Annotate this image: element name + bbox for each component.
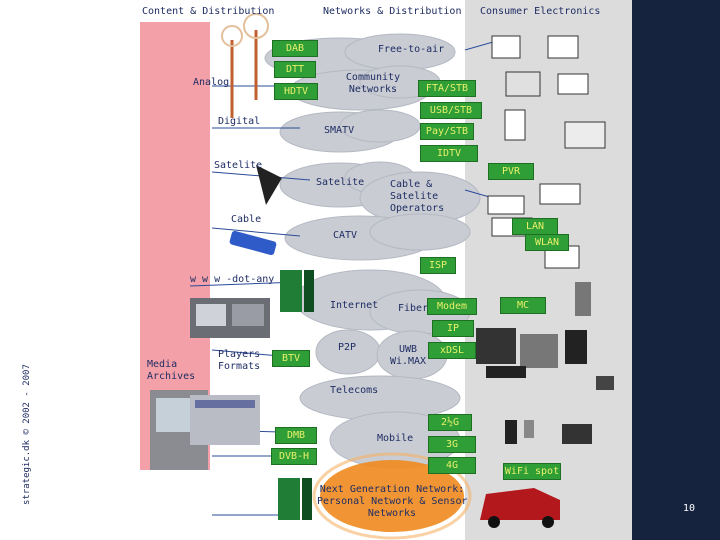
label-players-1: Players	[218, 349, 261, 360]
antenna-tower-icon	[221, 13, 269, 118]
label-mobile: Mobile	[377, 433, 414, 444]
cloud-catv	[284, 213, 471, 261]
label-analog: Analog	[193, 77, 230, 88]
ngn-glow	[312, 452, 472, 540]
label-ngn-3: Networks	[367, 508, 417, 519]
label-satelite-cloud: Satelite	[316, 177, 365, 188]
box-dtt: DTT	[274, 61, 316, 78]
label-ngn-2: Personal Network & Sensor	[317, 496, 468, 507]
label-media-archives-2: Archives	[147, 371, 196, 382]
label-www: w w w -dot-any	[190, 274, 275, 285]
box-wlan: WLAN	[525, 234, 569, 251]
box-mc: MC	[500, 297, 546, 314]
consumer-electronics-panel	[465, 0, 632, 540]
label-uwb-2: Wi.MAX	[389, 356, 427, 367]
box-wifi-spot: WiFi spot	[503, 463, 561, 480]
label-internet: Internet	[330, 300, 379, 311]
label-media-archives-1: Media	[147, 359, 178, 370]
label-p2p: P2P	[338, 342, 357, 353]
box-xdsl: xDSL	[428, 342, 476, 359]
portal-door-icon-bottom	[278, 478, 312, 520]
header-networks: Networks & Distribution	[323, 6, 462, 17]
header-content: Content & Distribution	[142, 6, 275, 17]
label-satelite: Satelite	[214, 160, 263, 171]
box-pvr: PVR	[488, 163, 534, 180]
label-uwb-1: UWB	[398, 344, 418, 355]
box-dmb: DMB	[275, 427, 317, 444]
label-free-to-air: Free-to-air	[378, 44, 445, 55]
label-community-2: Networks	[348, 84, 398, 95]
box-ip: IP	[432, 320, 474, 337]
page-number: 10	[683, 503, 696, 514]
label-cable-sat-3: Operators	[390, 203, 445, 214]
label-community-1: Community	[345, 72, 401, 83]
label-cable-sat-2: Satelite	[390, 191, 439, 202]
box-4g: 4G	[428, 457, 476, 474]
media-player-screenshot-icon	[190, 298, 270, 338]
label-smatv: SMATV	[324, 125, 355, 136]
label-cable: Cable	[231, 214, 262, 225]
box-dab: DAB	[272, 40, 318, 57]
label-players-2: Formats	[218, 361, 261, 372]
box-modem: Modem	[427, 298, 477, 315]
box-btv: BTV	[272, 350, 310, 367]
cable-connector-icon	[229, 230, 277, 256]
box-2-5g: 2½G	[428, 414, 472, 431]
header-consumer: Consumer Electronics	[480, 6, 601, 17]
line-players	[211, 349, 281, 357]
label-catv: CATV	[333, 230, 358, 241]
box-pay-stb: Pay/STB	[420, 123, 474, 140]
box-hdtv: HDTV	[274, 83, 318, 100]
label-fiber: Fiber	[398, 303, 429, 314]
cloud-smatv	[279, 109, 421, 153]
line-cable	[211, 227, 301, 237]
label-cable-sat-1: Cable &	[390, 179, 433, 190]
satellite-dish-icon	[256, 165, 282, 205]
box-lan: LAN	[512, 218, 558, 235]
label-digital: Digital	[218, 116, 261, 127]
archive-window-icon	[190, 395, 260, 445]
box-dvbh: DVB-H	[271, 448, 317, 465]
box-isp: ISP	[420, 257, 456, 274]
copyright: strategic.dk © 2002 - 2007	[22, 364, 32, 505]
consumer-devices-icons	[476, 35, 614, 528]
box-usb-stb: USB/STB	[420, 102, 482, 119]
label-ngn-1: Next Generation Network:	[319, 484, 465, 495]
portal-door-icon	[280, 270, 314, 312]
label-telecoms: Telecoms	[330, 385, 379, 396]
box-fta-stb: FTA/STB	[418, 80, 476, 97]
box-3g: 3G	[428, 436, 476, 453]
box-idtv: IDTV	[420, 145, 478, 162]
